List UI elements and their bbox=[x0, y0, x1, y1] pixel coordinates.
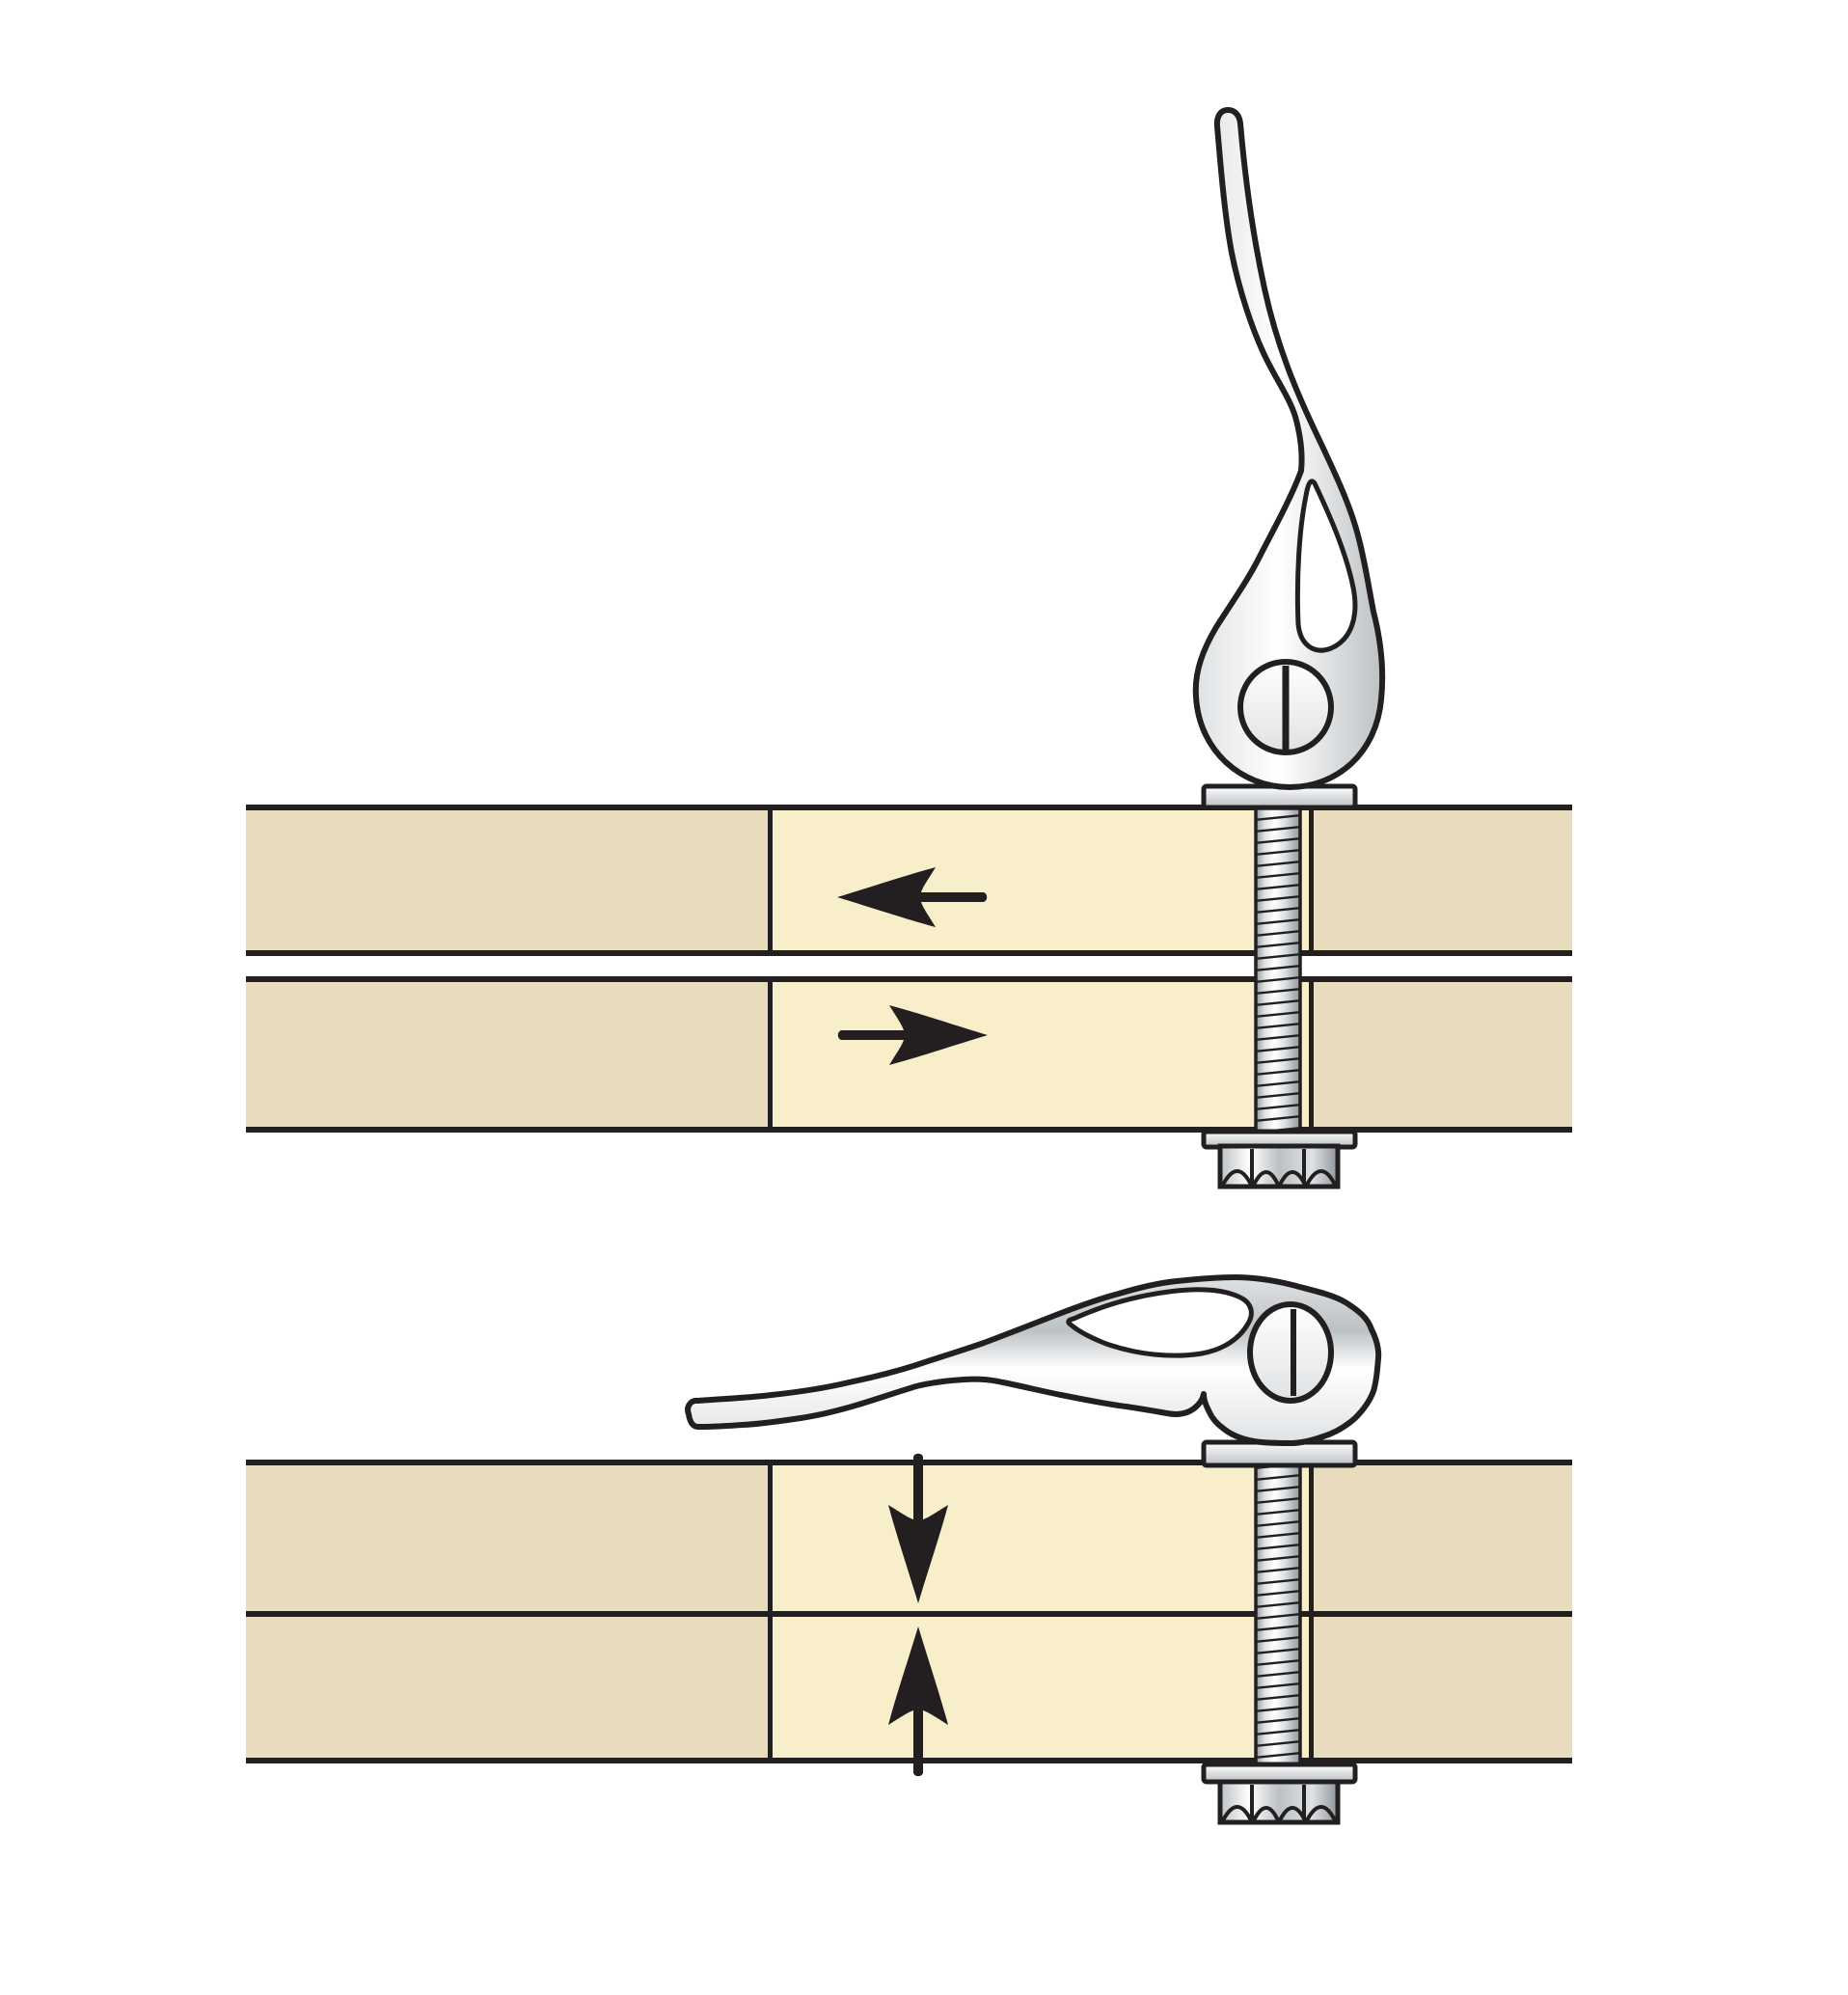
threaded-rod bbox=[1254, 806, 1302, 1135]
panel-lever-closed bbox=[246, 1274, 1572, 1822]
upper-board-clamped-section bbox=[770, 1465, 1312, 1611]
cam-lever-open bbox=[1192, 107, 1386, 790]
upper-board-clamped-section bbox=[770, 810, 1312, 950]
cam-lever-closed bbox=[685, 1274, 1382, 1446]
boards-clamped bbox=[246, 1460, 1572, 1763]
hex-nut bbox=[1220, 1146, 1338, 1187]
lever-cutout bbox=[1294, 478, 1358, 653]
panel-lever-open bbox=[246, 107, 1572, 1187]
lower-board-clamped-section bbox=[770, 982, 1312, 1127]
lever-cutout bbox=[1066, 1287, 1254, 1358]
threaded-rod bbox=[1254, 1463, 1302, 1768]
boards-open bbox=[246, 805, 1572, 1133]
hex-nut bbox=[1220, 1782, 1338, 1822]
washer-bottom bbox=[1201, 1762, 1358, 1785]
lower-board-clamped-section bbox=[770, 1617, 1312, 1758]
